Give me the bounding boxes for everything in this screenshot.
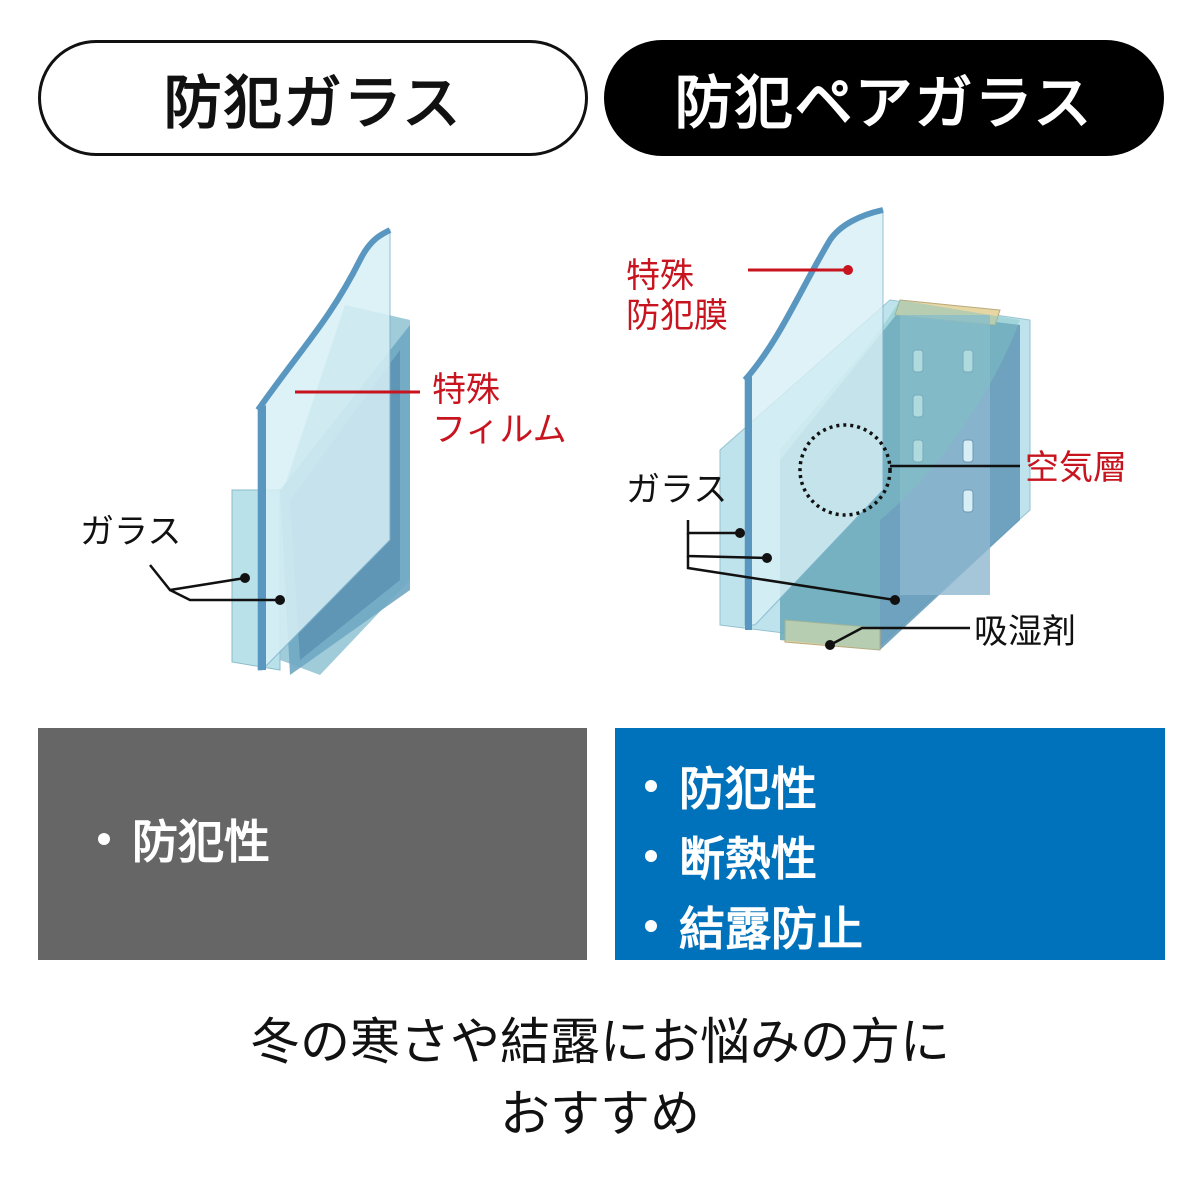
- bullet-icon: [98, 833, 110, 845]
- pair-glass-illustration: [686, 207, 1031, 651]
- features-security-pair-glass: 防犯性 断熱性 結露防止: [615, 728, 1165, 960]
- bullet-icon: [645, 850, 657, 862]
- glass-label-right: ガラス: [626, 470, 728, 510]
- features-security-glass: 防犯性: [38, 728, 587, 960]
- special-film-label: 特殊 フィルム: [432, 370, 567, 450]
- caption-line-1: 冬の寒さや結露にお悩みの方に: [250, 1013, 950, 1071]
- recommendation-caption: 冬の寒さや結露にお悩みの方に おすすめ: [0, 1006, 1200, 1150]
- bullet-icon: [645, 920, 657, 932]
- title-security-glass: 防犯ガラス: [38, 40, 588, 156]
- bullet-icon: [645, 780, 657, 792]
- glass-label-left: ガラス: [80, 512, 182, 552]
- air-layer-label: 空気層: [1025, 448, 1127, 488]
- title-security-pair-glass: 防犯ペアガラス: [604, 40, 1164, 156]
- laminated-glass-diagram: 特殊 フィルム ガラス: [0, 200, 600, 700]
- feature-item: 防犯性: [98, 809, 270, 869]
- special-security-film-label: 特殊 防犯膜: [626, 256, 728, 336]
- feature-item: 防犯性: [645, 756, 1165, 816]
- title-security-pair-glass-text: 防犯ペアガラス: [674, 69, 1094, 137]
- pair-glass-diagram: 特殊 防犯膜 空気層 ガラス 吸湿剤: [600, 200, 1200, 700]
- feature-item: 断熱性: [645, 826, 1165, 886]
- title-security-glass-text: 防犯ガラス: [163, 69, 463, 137]
- caption-line-2: おすすめ: [500, 1085, 700, 1143]
- feature-item: 結露防止: [645, 896, 1165, 956]
- desiccant-label: 吸湿剤: [974, 612, 1076, 652]
- laminated-glass-illustration: [149, 227, 420, 675]
